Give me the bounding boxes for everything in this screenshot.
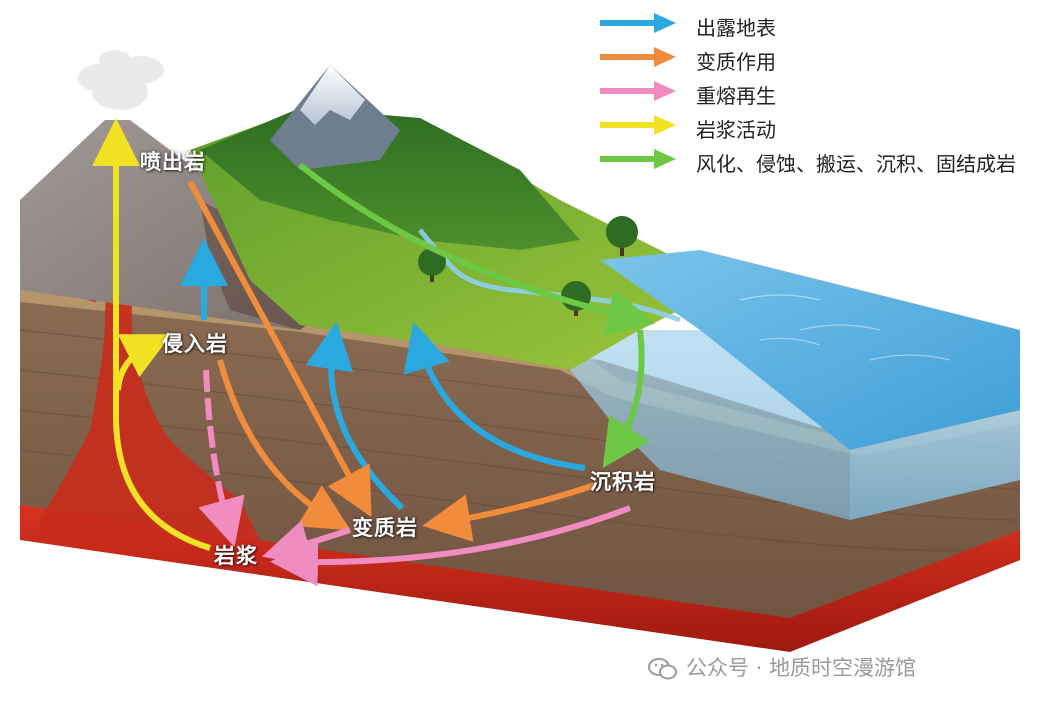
legend-label-magma-activity: 岩浆活动 xyxy=(696,118,776,142)
legend-arrow-remelting xyxy=(600,81,676,101)
magma-chamber xyxy=(40,150,260,540)
arrow-surface-to-sediment xyxy=(298,162,656,336)
legend-arrow-weathering xyxy=(600,149,676,169)
mountain-snow xyxy=(300,65,365,125)
arrow-intrusive-to-metamorphic xyxy=(217,359,351,531)
label-metamorphic-rock: 变质岩 xyxy=(352,516,418,540)
arrow-sedimentary-to-surface xyxy=(403,321,586,471)
ocean-surface xyxy=(600,250,1020,450)
arrow-sedimentary-to-metamorphic xyxy=(422,482,596,542)
label-intrusive-rock: 侵入岩 xyxy=(162,332,228,356)
legend-arrow-metamorphism xyxy=(600,47,676,67)
water-ripples xyxy=(739,294,951,361)
arrow-extrusive-to-metamorphic xyxy=(187,180,372,518)
label-extrusive-rock: 喷出岩 xyxy=(140,150,206,174)
ocean-side xyxy=(850,410,1020,520)
legend-arrow-magma-activity xyxy=(600,115,676,135)
arrow-magma-to-intrusive xyxy=(115,334,172,391)
legend-label-remelting: 重熔再生 xyxy=(696,84,776,108)
label-sedimentary-rock: 沉积岩 xyxy=(590,470,656,494)
arrow-metamorphic-to-surface xyxy=(305,321,405,511)
crust-layer xyxy=(20,290,1020,650)
legend-label-metamorphism: 变质作用 xyxy=(696,50,776,74)
arrow-sediment-to-sedimentary xyxy=(602,329,650,468)
legend-label-weathering: 风化、侵蚀、搬运、沉积、固结成岩 xyxy=(696,152,1016,176)
legend-arrow-exposure xyxy=(600,13,676,33)
volcano-smoke xyxy=(78,50,164,110)
watermark-text: 公众号 · 地质时空漫游馆 xyxy=(686,656,917,680)
wechat-icon xyxy=(648,658,677,680)
arrow-sedimentary-to-magma xyxy=(270,505,632,587)
arrow-intrusive-to-magma xyxy=(198,369,245,548)
label-magma: 岩浆 xyxy=(214,544,258,568)
mountain xyxy=(270,65,400,170)
watermark: 公众号 · 地质时空漫游馆 xyxy=(648,652,916,682)
legend-label-exposure: 出露地表 xyxy=(696,16,776,40)
arrow-magma-to-extrusive xyxy=(92,118,211,551)
